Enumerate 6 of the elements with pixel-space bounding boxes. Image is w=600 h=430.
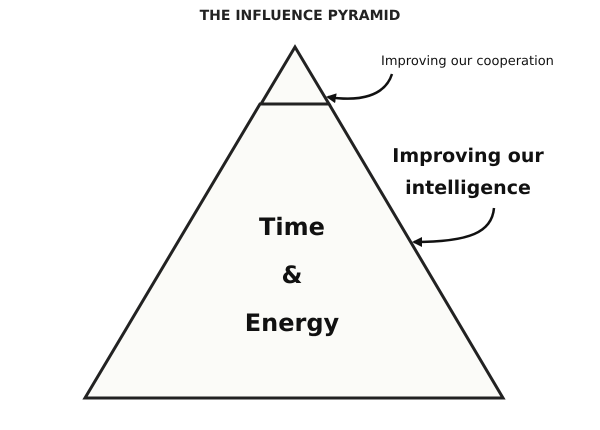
arrow	[412, 208, 496, 247]
callout-text: Improving our cooperation	[355, 52, 580, 74]
arrow	[326, 74, 394, 103]
section-label: Time & Energy	[244, 212, 340, 339]
title: THE INFLUENCE PYRAMID	[198, 8, 402, 24]
callout-text: Improving our intelligence	[378, 140, 558, 204]
